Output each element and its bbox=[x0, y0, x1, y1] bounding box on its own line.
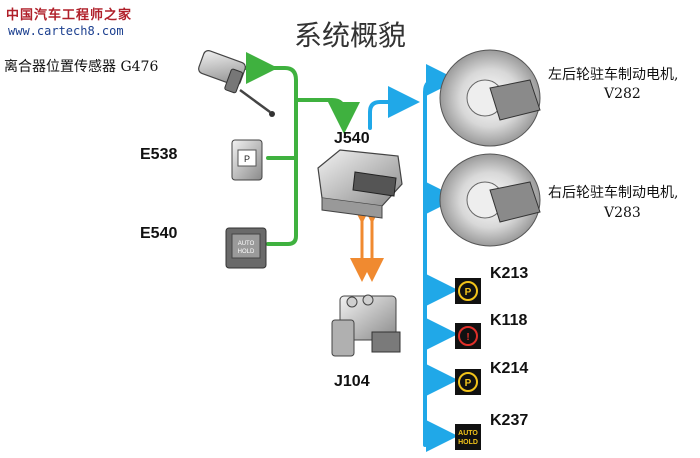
k237-label-hold: HOLD bbox=[458, 439, 478, 446]
j540-j104-link bbox=[350, 200, 384, 282]
svg-text:P: P bbox=[465, 287, 472, 298]
e540-label: E540 bbox=[140, 225, 178, 242]
v282-label-line2: V282 bbox=[604, 86, 641, 102]
e538-label: E538 bbox=[140, 146, 178, 163]
v282-label-line1: 左后轮驻车制动电机, bbox=[548, 67, 679, 83]
v283-label-line1: 右后轮驻车制动电机, bbox=[548, 185, 679, 201]
v283-brake-disc-image bbox=[439, 153, 541, 247]
k237-auto-hold-lamp-icon: AUTO HOLD bbox=[455, 424, 481, 450]
input-connectors bbox=[243, 66, 360, 246]
k237-label-auto: AUTO bbox=[458, 430, 478, 437]
k118-brake-warning-lamp-icon: ! bbox=[455, 323, 481, 349]
diagram-title: 系统概貌 bbox=[293, 19, 406, 52]
k237-label: K237 bbox=[490, 412, 529, 429]
e540-label-hold: HOLD bbox=[238, 249, 255, 255]
k213-label: K213 bbox=[490, 265, 529, 282]
k118-label: K118 bbox=[490, 312, 528, 329]
j104-label: J104 bbox=[334, 373, 370, 390]
g476-label: 离合器位置传感器 G476 bbox=[4, 59, 159, 75]
v282-brake-disc-image bbox=[439, 49, 541, 147]
j104-abs-unit-image bbox=[331, 294, 401, 357]
g476-sensor-image bbox=[198, 50, 275, 117]
e538-switch-image: P bbox=[231, 139, 263, 181]
watermark-url: www.cartech8.com bbox=[8, 24, 124, 38]
watermark-title: 中国汽车工程师之家 bbox=[6, 8, 133, 23]
svg-text:!: ! bbox=[466, 332, 469, 343]
svg-text:P: P bbox=[244, 154, 250, 164]
j540-label: J540 bbox=[334, 130, 370, 147]
e540-switch-image: AUTO HOLD bbox=[225, 227, 267, 269]
e540-label-auto: AUTO bbox=[238, 241, 255, 247]
j540-control-unit-image bbox=[317, 149, 403, 219]
v283-label-line2: V283 bbox=[604, 205, 641, 221]
output-connectors bbox=[368, 64, 458, 452]
svg-text:P: P bbox=[465, 378, 472, 389]
k213-parking-lamp-icon: P bbox=[455, 278, 481, 304]
k214-label: K214 bbox=[490, 360, 529, 377]
k214-parking-fault-lamp-icon: P bbox=[455, 369, 481, 395]
